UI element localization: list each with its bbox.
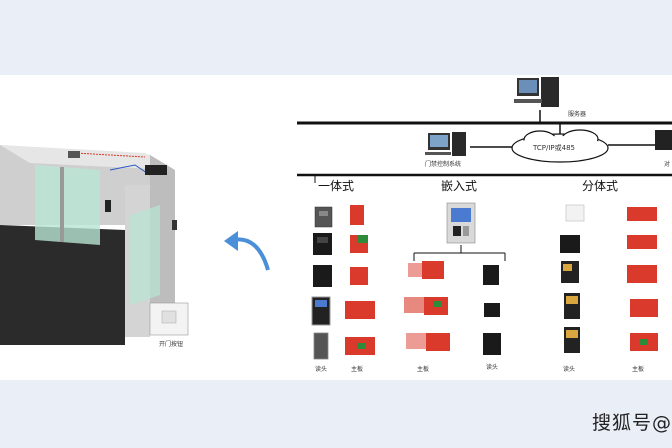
integrated-board-label: 主板	[351, 366, 364, 373]
server-label: 服务器	[568, 111, 587, 118]
split-board-label: 主板	[632, 366, 645, 373]
integrated-devices	[311, 205, 375, 360]
split-reader-label: 读头	[563, 366, 576, 373]
arrow-icon	[224, 231, 270, 271]
embedded-reader-label: 读头	[486, 364, 499, 371]
network-label: TCP/IP或485	[533, 144, 575, 152]
section-split: 分体式	[582, 179, 619, 193]
section-integrated: 一体式	[318, 179, 355, 193]
section-embedded: 嵌入式	[441, 179, 478, 193]
diagram-canvas	[0, 77, 672, 360]
diagram-panel: 服务器 门禁控制系统 TCP/IP或485 对 一体式 嵌入式 分体式 读头 主…	[0, 75, 672, 380]
split-devices	[560, 204, 658, 353]
room-illustration	[0, 145, 189, 345]
embedded-devices	[404, 261, 501, 355]
partial-device-label: 对	[664, 161, 671, 168]
topology	[297, 77, 672, 261]
access-system-label: 门禁控制系统	[425, 161, 462, 168]
integrated-reader-label: 读头	[315, 366, 328, 373]
embedded-board-label: 主板	[417, 366, 430, 373]
watermark: 搜狐号@	[591, 412, 672, 434]
door-button-label: 开门按钮	[159, 341, 184, 348]
